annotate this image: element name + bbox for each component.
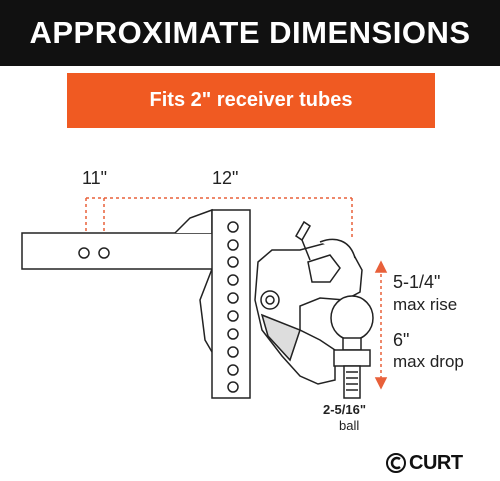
curt-logo-icon [386,453,406,473]
ball-size-label: ball [339,418,360,433]
receiver-banner: Fits 2" receiver tubes [67,73,435,128]
ball-size-value: 2-5/16" [323,402,367,417]
max-drop-label: max drop [393,352,464,371]
banner-text: Fits 2" receiver tubes [149,89,353,111]
max-rise-label: max rise [393,295,458,314]
shank-length-label: 12" [212,168,239,188]
max-drop-value: 6" [393,330,410,350]
pintle-hook [254,220,363,385]
mounting-plate [211,209,251,399]
max-rise-value: 5-1/4" [393,272,441,292]
dimension-lines [85,197,353,245]
shank [21,208,228,353]
header-bar: APPROXIMATE DIMENSIONS [0,0,500,66]
logo-text: CURT [409,452,463,474]
curt-logo: CURT [385,452,483,474]
rise-drop-arrow [374,260,388,390]
page-title: APPROXIMATE DIMENSIONS [29,15,471,50]
hitch-ball [330,295,374,399]
hole-spacing-label: 11" [82,168,108,188]
